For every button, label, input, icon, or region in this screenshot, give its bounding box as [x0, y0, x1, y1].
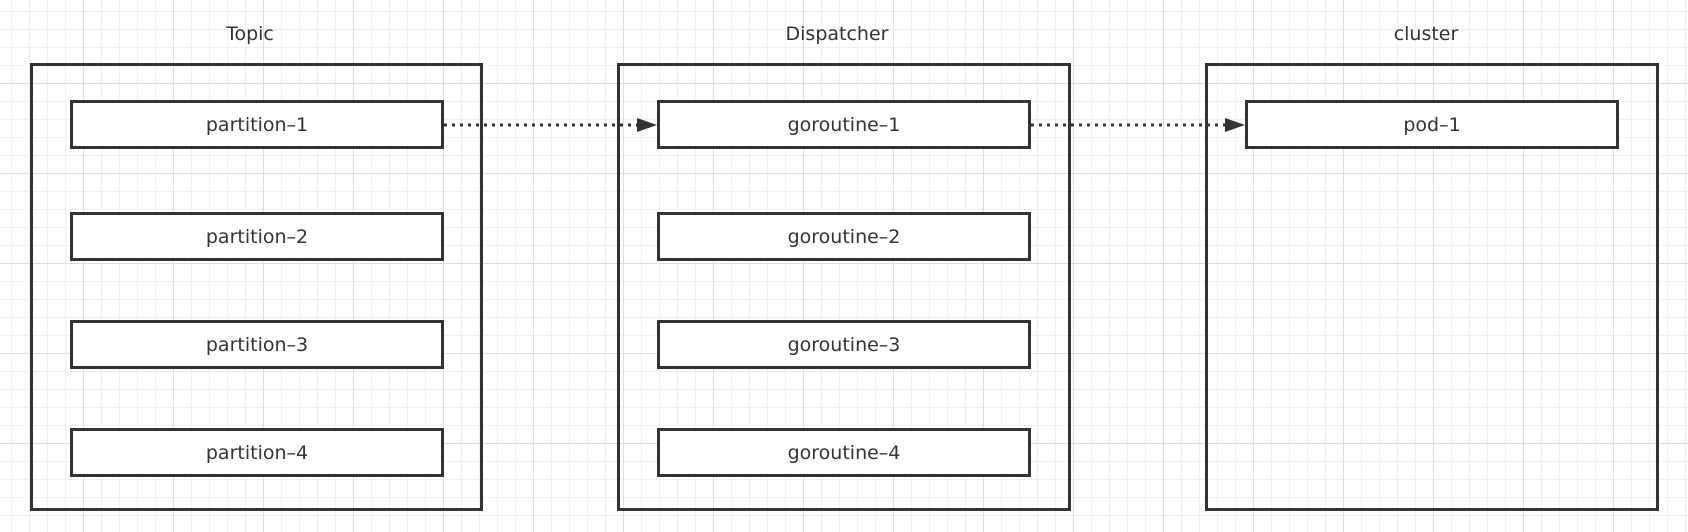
partition-3-node: partition–3 — [70, 320, 444, 369]
goroutine-3-node: goroutine–3 — [657, 320, 1031, 369]
partition-2-node: partition–2 — [70, 212, 444, 261]
goroutine-4-node: goroutine–4 — [657, 428, 1031, 477]
goroutine-2-node: goroutine–2 — [657, 212, 1031, 261]
topic-title: Topic — [226, 23, 274, 45]
pod-1-node: pod–1 — [1245, 100, 1619, 149]
dispatcher-container — [617, 63, 1071, 511]
dispatcher-title: Dispatcher — [785, 23, 889, 45]
topic-container — [30, 63, 483, 511]
partition-1-node: partition–1 — [70, 100, 444, 149]
goroutine-1-node: goroutine–1 — [657, 100, 1031, 149]
goroutine-1-to-pod-1-arrowhead-icon — [1225, 118, 1245, 132]
cluster-container — [1205, 63, 1659, 511]
cluster-title: cluster — [1393, 23, 1459, 45]
partition-4-node: partition–4 — [70, 428, 444, 477]
partition-1-to-goroutine-1-arrowhead-icon — [637, 118, 657, 132]
